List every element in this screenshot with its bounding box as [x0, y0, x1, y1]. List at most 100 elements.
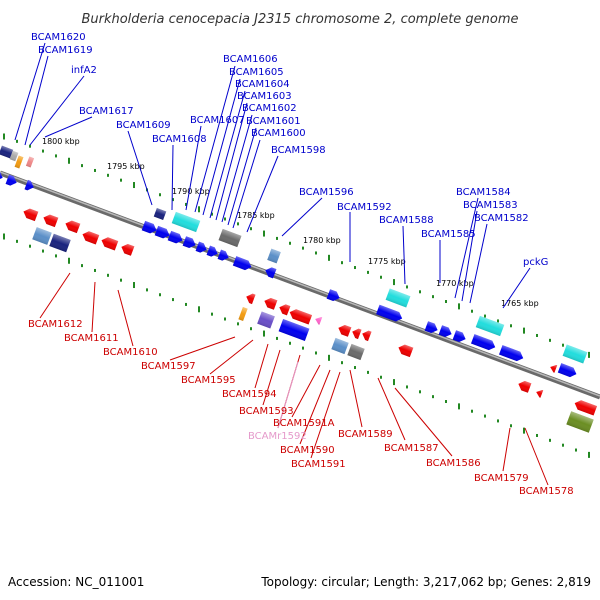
map-title: Burkholderia cenocepacia J2315 chromosom… [81, 12, 518, 27]
gene-shape [289, 309, 313, 325]
gene-label-BCAM1591A[interactable]: BCAM1591A [273, 418, 335, 429]
leader-line [14, 42, 46, 141]
gene-shine [424, 321, 438, 334]
gene-shape [154, 225, 170, 239]
minor-tick [406, 385, 408, 389]
gene-shine [338, 324, 352, 337]
gene-shape [0, 145, 14, 159]
gene-label-pckG[interactable]: pckG [523, 257, 548, 268]
gene-label-BCAM1578[interactable]: BCAM1578 [519, 486, 574, 497]
minor-tick [549, 338, 551, 342]
gene-label-BCAM1611[interactable]: BCAM1611 [64, 333, 119, 344]
major-tick [458, 303, 460, 310]
gene-label-BCAM1593[interactable]: BCAM1593 [239, 406, 294, 417]
gene-label-BCAM1610[interactable]: BCAM1610 [103, 347, 158, 358]
chromosome-backbone [0, 170, 600, 400]
leader-line [215, 102, 248, 221]
gene-label-BCAMr1592[interactable]: BCAMr1592 [248, 431, 307, 442]
gene-label-infA2[interactable]: infA2 [71, 65, 97, 76]
gene-label-BCAM1591[interactable]: BCAM1591 [291, 459, 346, 470]
gene-shine [550, 364, 558, 373]
gene-label-BCAM1585[interactable]: BCAM1585 [421, 229, 476, 240]
gene-label-BCAM1586[interactable]: BCAM1586 [426, 458, 481, 469]
gene-label-BCAM1605[interactable]: BCAM1605 [229, 67, 284, 78]
major-tick [133, 282, 135, 289]
gene-label-BCAM1595[interactable]: BCAM1595 [181, 375, 236, 386]
leader-line [310, 371, 341, 459]
gene-label-BCAM1609[interactable]: BCAM1609 [116, 120, 171, 131]
gene-label-BCAM1598[interactable]: BCAM1598 [271, 145, 326, 156]
gene-shine [574, 400, 598, 416]
gene-label-BCAM1617[interactable]: BCAM1617 [79, 106, 134, 117]
gene-shape [331, 337, 349, 355]
leader-line [254, 343, 269, 389]
tick-track [3, 133, 590, 458]
minor-tick [211, 312, 213, 316]
gene-label-BCAM1589[interactable]: BCAM1589 [338, 429, 393, 440]
gene-shape [82, 231, 100, 245]
gene-shape [217, 249, 229, 261]
gene-shine [23, 208, 39, 222]
gene-label-BCAM1590[interactable]: BCAM1590 [280, 445, 335, 456]
gene-shine [154, 225, 170, 239]
gene-label-BCAM1612[interactable]: BCAM1612 [28, 319, 83, 330]
gene-label-BCAM1587[interactable]: BCAM1587 [384, 443, 439, 454]
gene-label-BCAM1606[interactable]: BCAM1606 [223, 54, 278, 65]
leader-line [394, 387, 453, 457]
gene-label-BCAM1607[interactable]: BCAM1607 [190, 115, 245, 126]
gene-label-BCAM1608[interactable]: BCAM1608 [152, 134, 207, 145]
gene-shine [278, 319, 310, 341]
gene-label-BCAM1604[interactable]: BCAM1604 [235, 79, 290, 90]
gene-shine [5, 174, 17, 186]
gene-label-BCAM1601[interactable]: BCAM1601 [246, 116, 301, 127]
gene-label-BCAM1592[interactable]: BCAM1592 [337, 202, 392, 213]
minor-tick [302, 346, 304, 350]
leader-line [291, 364, 321, 418]
gene-shape [574, 400, 598, 416]
gene-label-BCAM1582[interactable]: BCAM1582 [474, 213, 529, 224]
gene-label-BCAM1603[interactable]: BCAM1603 [237, 91, 292, 102]
leader-line [349, 369, 363, 428]
leader-line [281, 197, 323, 237]
minor-tick [354, 366, 356, 370]
gene-label-BCAM1597[interactable]: BCAM1597 [141, 361, 196, 372]
gene-shape [315, 316, 323, 325]
gene-shine [376, 304, 403, 322]
minor-tick [419, 290, 421, 294]
leader-line [117, 289, 134, 347]
gene-label-BCAM1588[interactable]: BCAM1588 [379, 215, 434, 226]
gene-label-BCAM1602[interactable]: BCAM1602 [242, 103, 297, 114]
gene-label-BCAM1594[interactable]: BCAM1594 [222, 389, 277, 400]
minor-tick [289, 241, 291, 245]
gene-shine [171, 211, 201, 233]
gene-shape [43, 214, 59, 228]
minor-tick [536, 433, 538, 437]
leader-line [469, 223, 488, 304]
gene-shape [232, 256, 252, 271]
gene-shine [82, 231, 100, 245]
minor-tick [276, 236, 278, 240]
gene-shine [471, 334, 496, 351]
gene-label-BCAM1596[interactable]: BCAM1596 [299, 187, 354, 198]
minor-tick [237, 322, 239, 326]
minor-tick [510, 424, 512, 428]
gene-shape [171, 211, 201, 233]
minor-tick [380, 275, 382, 279]
gene-shape [153, 208, 167, 220]
gene-shape [362, 330, 372, 342]
leader-line [461, 210, 478, 302]
gene-label-BCAM1620[interactable]: BCAM1620 [31, 32, 86, 43]
gene-label-BCAM1579[interactable]: BCAM1579 [474, 473, 529, 484]
gene-label-BCAM1619[interactable]: BCAM1619 [38, 45, 93, 56]
gene-label-BCAM1584[interactable]: BCAM1584 [456, 187, 511, 198]
gene-shape [24, 179, 34, 191]
genome-summary-text: Topology: circular; Length: 3,217,062 bp… [260, 575, 591, 589]
gene-shine [347, 343, 365, 361]
gene-label-BCAM1583[interactable]: BCAM1583 [463, 200, 518, 211]
gene-shape [32, 227, 52, 245]
minor-tick [575, 448, 577, 452]
gene-label-BCAM1600[interactable]: BCAM1600 [251, 128, 306, 139]
gene-shine [264, 297, 278, 310]
gene-shine [65, 220, 81, 234]
